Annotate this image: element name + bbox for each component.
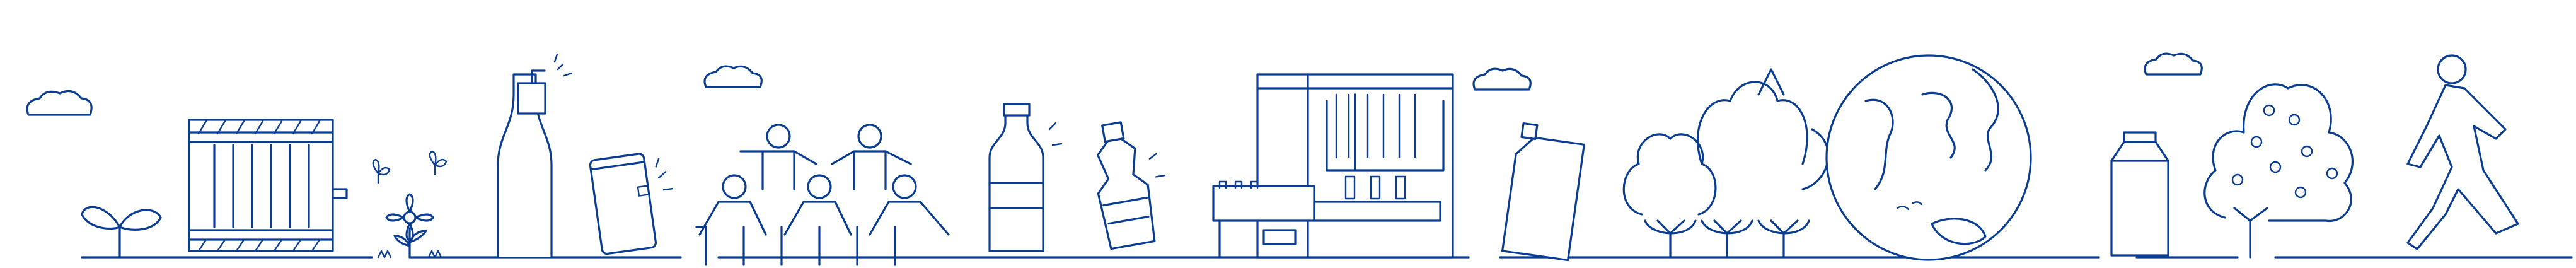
cloud-icon [26, 90, 93, 116]
aluminum-can-icon [589, 153, 674, 255]
earth-globe-icon [1825, 54, 2032, 261]
cloud-icon [1472, 67, 1532, 91]
sprout-icon [81, 206, 162, 259]
bottling-machine-icon [1212, 73, 1454, 259]
cloud-icon [2144, 52, 2203, 76]
walking-person-icon [2406, 54, 2519, 250]
pet-bottle-icon [988, 103, 1063, 252]
people-holding-hands-icon [695, 124, 950, 266]
flower-icon [377, 193, 442, 259]
wooden-barrel-icon [188, 119, 348, 252]
butterfly-icon [429, 150, 448, 176]
refill-pouch-icon [1501, 122, 1585, 262]
fruit-tree-icon [2203, 83, 2354, 259]
cloud-icon [703, 65, 763, 88]
paper-carton-icon [2110, 131, 2169, 257]
butterfly-icon [372, 158, 391, 184]
crushed-bottle-icon [1097, 121, 1166, 250]
forest-trees-icon [1622, 68, 1830, 259]
glass-bottle-icon [497, 53, 573, 257]
